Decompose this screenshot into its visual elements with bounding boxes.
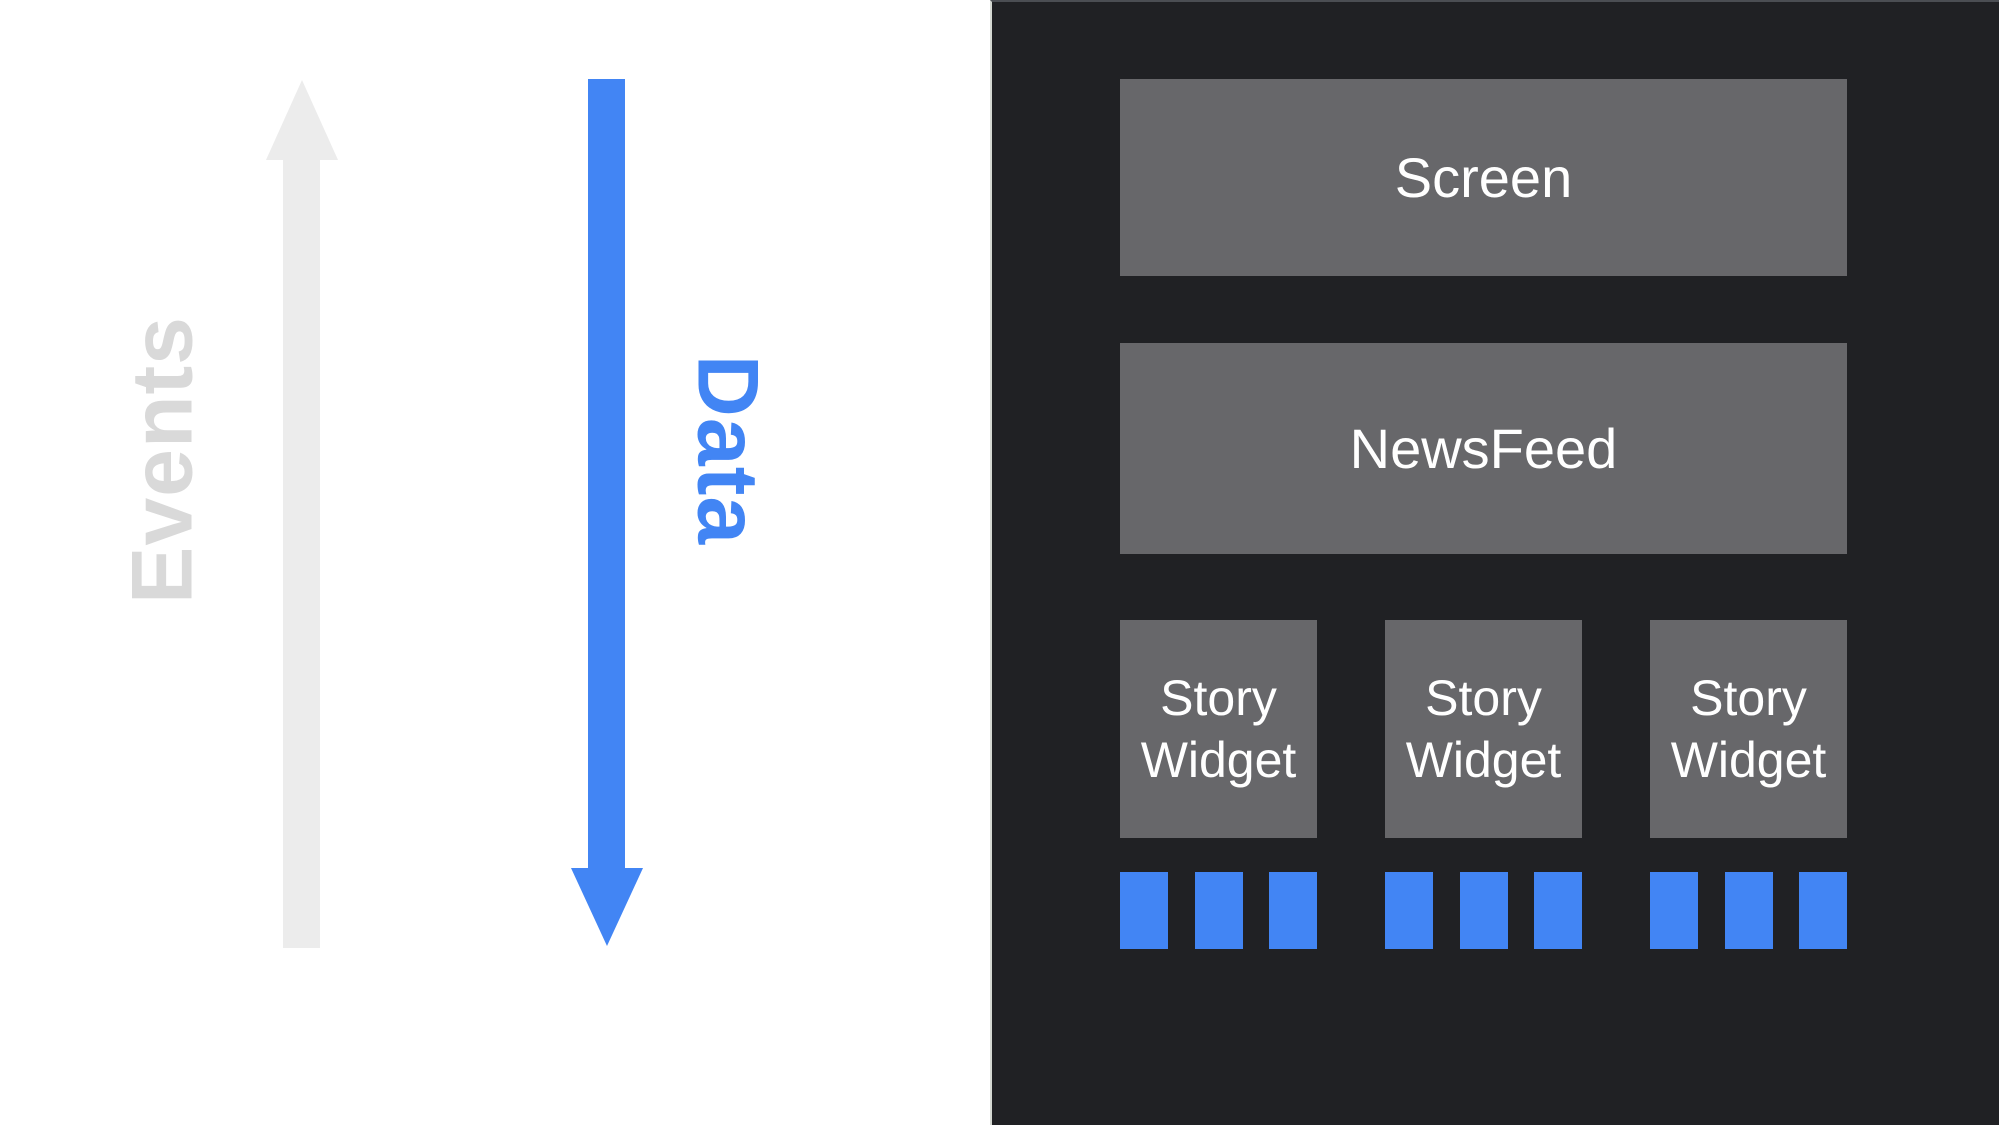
story-block-group [1650,872,1847,949]
story-widget-node: Story Widget [1650,620,1847,838]
story-widget-node: Story Widget [1385,620,1582,838]
arrow-head-up-icon [265,80,338,160]
events-up-arrow-icon [265,80,338,948]
screen-node: Screen [1120,79,1847,276]
arrow-shaft [588,79,625,868]
data-block [1534,872,1582,949]
data-down-arrow-icon [570,79,643,946]
data-block [1799,872,1847,949]
data-block [1194,872,1243,949]
story-block-group [1385,872,1582,949]
data-block [1269,872,1317,949]
events-label: Events [114,315,211,605]
story-blocks-row [1120,872,1847,949]
data-label: Data [679,354,776,546]
story-widgets-row: Story Widget Story Widget Story Widget [1120,620,1847,838]
data-block [1650,872,1698,949]
data-block [1120,872,1168,949]
newsfeed-node: NewsFeed [1120,343,1847,554]
data-block [1459,872,1508,949]
story-block-group [1120,872,1317,949]
data-block [1724,872,1773,949]
story-widget-node: Story Widget [1120,620,1317,838]
arrow-head-down-icon [570,868,643,946]
data-block [1385,872,1433,949]
arrow-shaft [283,160,320,948]
